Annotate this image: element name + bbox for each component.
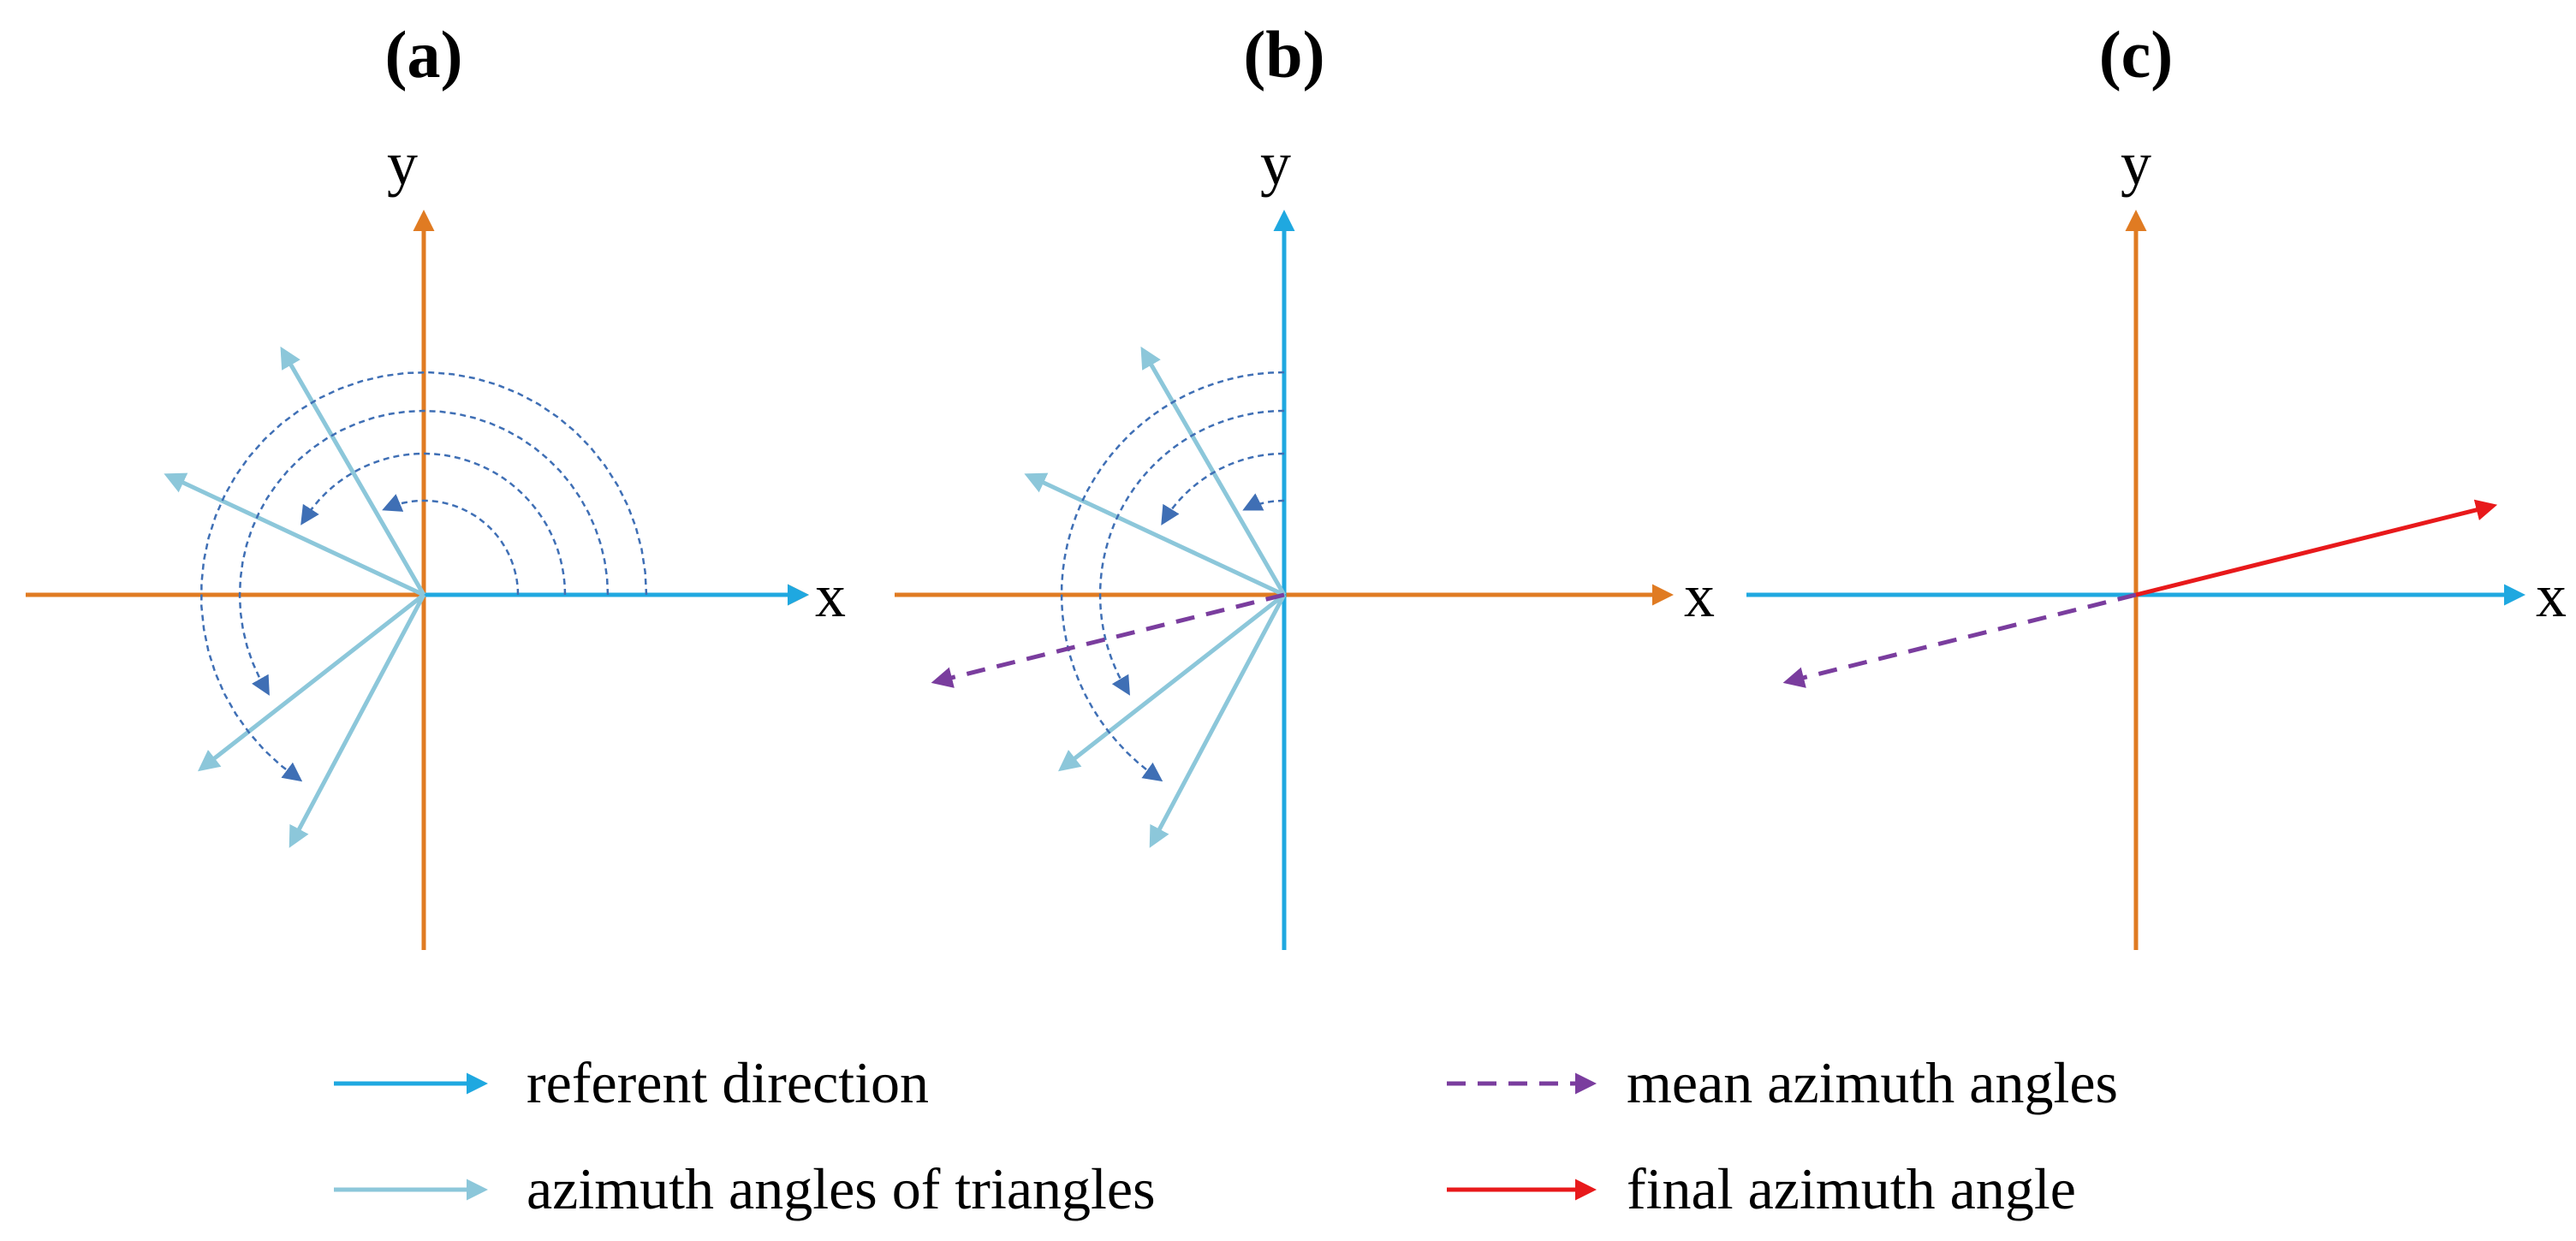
- panel-a-graphics: [26, 210, 809, 950]
- panel-c-label: (c): [2099, 17, 2174, 92]
- legend-triangles-label: azimuth angles of triangles: [527, 1156, 1156, 1221]
- azimuth-arc: [1098, 409, 1285, 696]
- triangle-azimuth-arrow: [1024, 472, 1286, 597]
- panel-c-graphics: [1746, 210, 2525, 950]
- triangle-azimuth-arrow: [1058, 593, 1286, 772]
- legend-mean-label: mean azimuth angles: [1627, 1050, 2118, 1115]
- panel-b: (b) y x: [895, 17, 1715, 950]
- triangle-azimuth-arrow: [280, 346, 426, 597]
- panel-c: (c) y x: [1746, 17, 2567, 950]
- final-azimuth-arrow: [2135, 499, 2498, 597]
- panel-b-label: (b): [1243, 17, 1324, 92]
- azimuth-arc: [300, 452, 567, 596]
- panel-c-y-axis-label: y: [2121, 129, 2151, 198]
- panel-b-graphics: [895, 210, 1674, 950]
- legend-final-label: final azimuth angle: [1627, 1156, 2076, 1221]
- panel-a-label: (a): [385, 17, 463, 92]
- triangle-azimuth-arrow: [289, 593, 426, 848]
- azimuth-arc: [1161, 452, 1285, 525]
- panel-a-y-axis-label: y: [387, 129, 418, 198]
- azimuth-arc: [200, 371, 648, 782]
- triangle-azimuth-arrow: [198, 593, 425, 772]
- legend-referent-label: referent direction: [527, 1050, 929, 1115]
- triangle-azimuth-arrow: [1149, 593, 1287, 848]
- legend: referent direction azimuth angles of tri…: [334, 1050, 2118, 1221]
- azimuth-arc: [1060, 371, 1285, 782]
- mean-azimuth-arrow: [1782, 592, 2137, 688]
- panel-b-x-axis-label: x: [1684, 561, 1715, 630]
- panel-a-x-axis-label: x: [815, 561, 846, 630]
- panel-c-x-axis-label: x: [2536, 561, 2567, 630]
- azimuth-arc: [1242, 493, 1284, 511]
- panel-b-y-axis-label: y: [1260, 129, 1291, 198]
- azimuth-arc: [382, 494, 520, 596]
- azimuth-arc: [238, 409, 610, 696]
- triangle-azimuth-arrow: [164, 472, 425, 597]
- panel-a: (a) y x: [26, 17, 846, 950]
